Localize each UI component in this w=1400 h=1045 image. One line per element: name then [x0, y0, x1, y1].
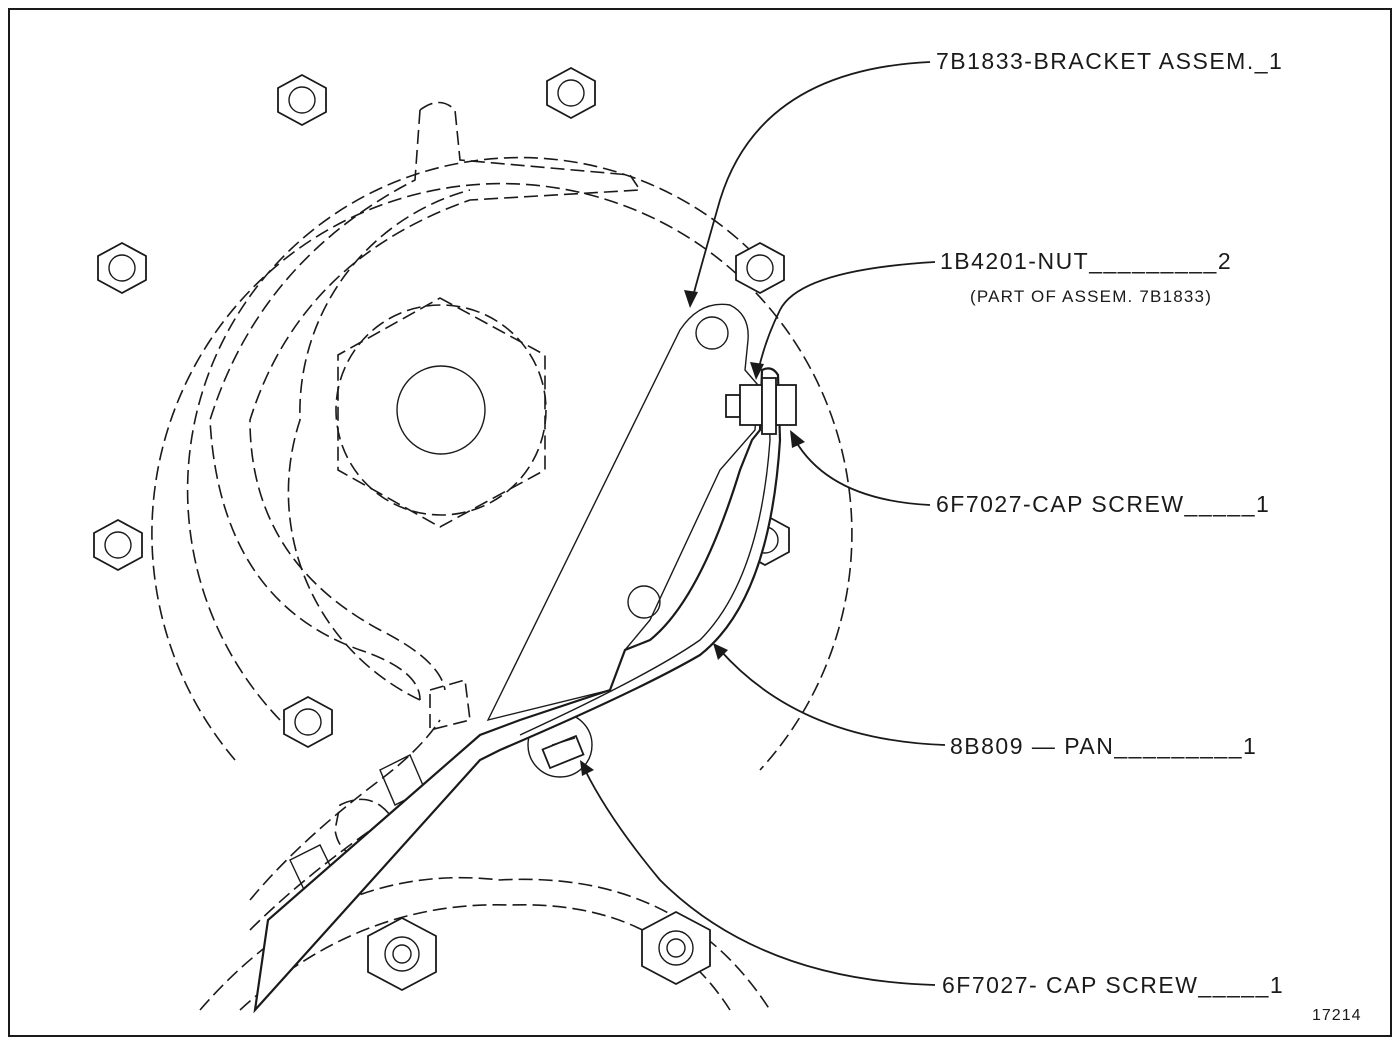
housing-bolts [93, 66, 790, 992]
pan-part [253, 367, 782, 1014]
label-bracket-assembly: 7B1833-BRACKET ASSEM._1 [936, 48, 1283, 74]
label-pan: 8B809 — PAN_________1 [950, 733, 1257, 759]
figure-number: 17214 [1312, 1007, 1362, 1024]
bolt-icon [93, 518, 143, 572]
bolt-icon [277, 73, 327, 127]
label-nut: 1B4201-NUT_________2 [940, 248, 1232, 274]
lower-cap-screw [541, 734, 585, 770]
bolt-icon [283, 695, 333, 749]
label-cap-screw-lower: 6F7027- CAP SCREW_____1 [942, 972, 1284, 998]
leader-lines [580, 61, 946, 986]
bolt-icon [97, 241, 147, 295]
bolt-icon [367, 916, 437, 992]
bolt-icon [735, 241, 785, 295]
bolt-icon [546, 66, 596, 120]
label-cap-screw-upper: 6F7027-CAP SCREW_____1 [936, 491, 1270, 517]
diagram-border [8, 8, 1392, 1037]
label-nut-note: (PART OF ASSEM. 7B1833) [970, 287, 1212, 306]
hub-hex-nut [335, 297, 547, 528]
bolt-icon [641, 910, 711, 986]
upper-cap-screw [725, 377, 797, 435]
